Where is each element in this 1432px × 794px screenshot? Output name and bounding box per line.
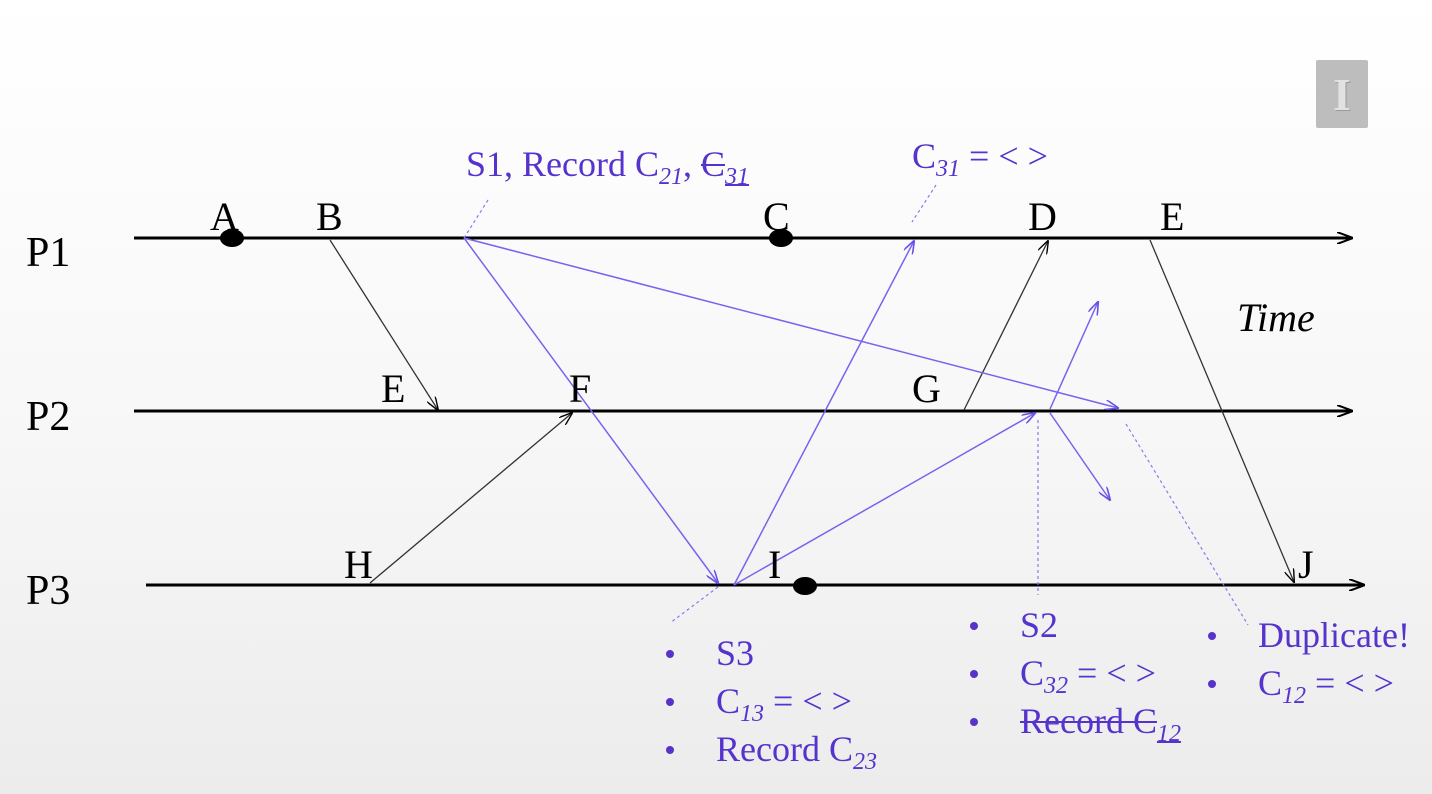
event-label-j: J: [1298, 542, 1314, 587]
list-item: S2: [968, 604, 1181, 652]
event-label-a: A: [210, 194, 239, 239]
university-logo: I: [1316, 60, 1368, 128]
event-label-e-p1: E: [1160, 194, 1185, 239]
message-b-to-e: [329, 239, 438, 410]
note-s1: S1, Record C21, C31: [466, 146, 749, 189]
checkpoint-a: [220, 229, 244, 247]
event-label-i: I: [768, 542, 782, 587]
event-label-b: B: [316, 194, 343, 239]
leader-s3: [669, 586, 719, 624]
marker-p1-to-p2: [463, 237, 1118, 408]
process-label-p3: P3: [26, 568, 71, 614]
event-label-e-p2: E: [381, 366, 406, 411]
logo-glyph: I: [1333, 69, 1351, 120]
process-label-p2: P2: [26, 394, 71, 440]
checkpoint-i: [793, 577, 817, 595]
list-item: C32 = < >: [968, 652, 1181, 700]
leader-duplicate: [1125, 423, 1249, 626]
leader-c31: [911, 184, 937, 223]
note-s1-text: S1, Record C: [466, 144, 659, 184]
checkpoint-c: [769, 229, 793, 247]
marker-p3-to-p1: [733, 241, 914, 586]
list-item: Duplicate!: [1206, 614, 1410, 662]
note-duplicate-list: Duplicate! C12 = < >: [1206, 614, 1410, 710]
marker-p3-to-p2: [733, 413, 1035, 586]
note-s1-separator: ,: [683, 144, 692, 184]
note-s1-c21-sub: 21: [659, 164, 683, 190]
event-label-d: D: [1028, 194, 1057, 239]
note-s1-c31-struck: C31: [701, 144, 750, 190]
list-item: S3: [664, 632, 877, 680]
message-g-to-d: [963, 241, 1048, 411]
note-c31-empty: C31 = < >: [912, 136, 1048, 182]
list-item: Record C23: [664, 728, 877, 776]
event-label-f: F: [569, 366, 592, 411]
list-item: C12 = < >: [1206, 662, 1410, 710]
message-h-to-f: [369, 413, 572, 584]
marker-p2-to-p1: [1049, 302, 1098, 410]
event-label-g: G: [912, 366, 941, 411]
note-s2-list: S2 C32 = < > Record C12: [968, 604, 1181, 748]
list-item: C13 = < >: [664, 680, 877, 728]
marker-p2-to-p3: [1049, 412, 1110, 500]
note-s3-list: S3 C13 = < > Record C23: [664, 632, 877, 776]
event-label-h: H: [344, 542, 373, 587]
note-s2-record-c12-struck: Record C12: [1020, 701, 1181, 747]
message-e-to-j: [1149, 239, 1294, 582]
marker-p1-to-p3: [463, 237, 718, 583]
leader-s1: [463, 199, 489, 239]
list-item: Record C12: [968, 700, 1181, 748]
time-axis-label: Time: [1237, 295, 1315, 340]
event-label-c: C: [763, 194, 790, 239]
process-label-p1: P1: [26, 230, 71, 276]
